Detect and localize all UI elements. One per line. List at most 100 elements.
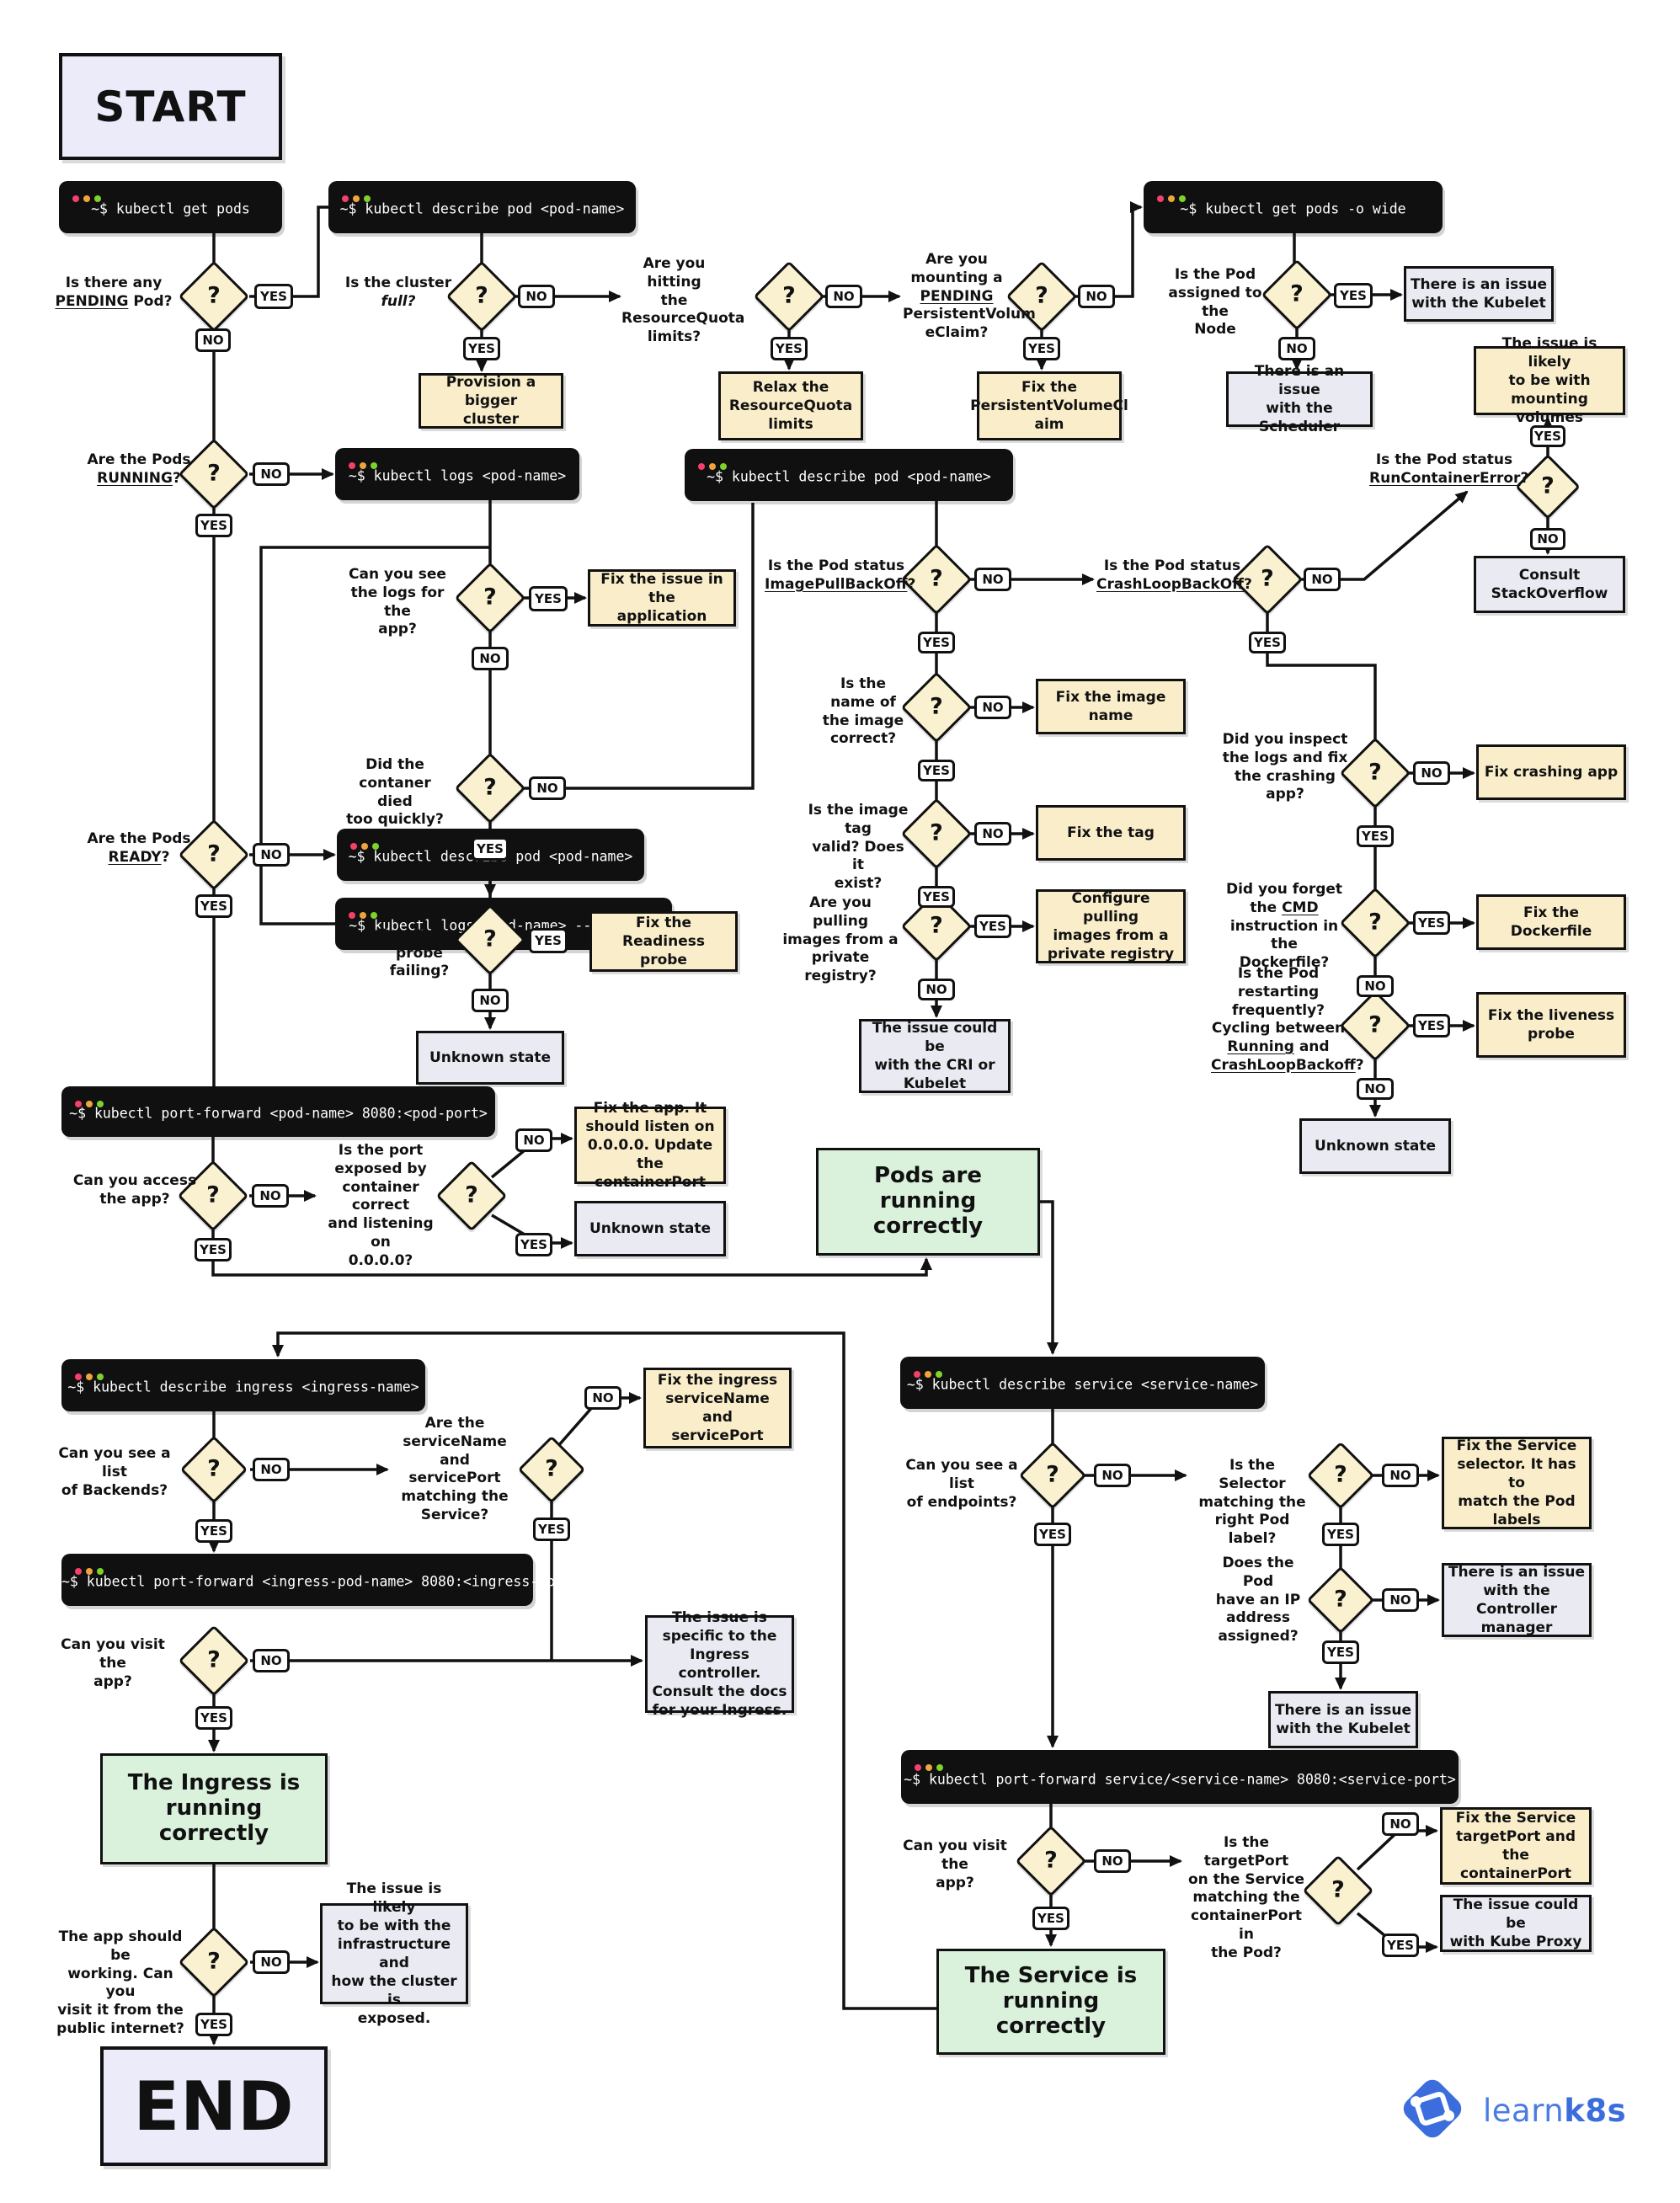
chip-yes: YES — [918, 632, 955, 653]
chip-no: NO — [1382, 1588, 1419, 1612]
chip-yes: YES — [195, 1706, 232, 1730]
learnk8s-wordmark: learnk8s — [1483, 2092, 1627, 2129]
window-dots-icon — [915, 1758, 947, 1774]
chip-no: NO — [515, 1128, 552, 1152]
question-mark: ? — [483, 584, 497, 611]
flow-connector — [259, 546, 490, 925]
chip-yes: YES — [529, 586, 568, 611]
terminal-port-forward-service: ~$ kubectl port-forward service/<service… — [901, 1750, 1459, 1804]
learnk8s-diamond-icon — [1394, 2070, 1471, 2151]
decision-pending-pod: ? — [178, 260, 250, 333]
chip-no: NO — [1382, 1464, 1419, 1487]
question-mark: ? — [207, 282, 221, 309]
question-mark: ? — [1044, 1847, 1058, 1874]
chip-no: NO — [1530, 528, 1565, 550]
chip-yes: YES — [463, 337, 500, 360]
decision-pod-restarting: ? — [1339, 989, 1411, 1062]
question-mark: ? — [207, 460, 221, 487]
chip-yes: YES — [918, 760, 955, 781]
chip-yes: YES — [472, 837, 509, 861]
chip-yes: YES — [1530, 425, 1565, 447]
chip-no: NO — [1304, 568, 1341, 591]
flow-connector — [522, 503, 755, 790]
chip-yes: YES — [1413, 1014, 1450, 1037]
window-dots-icon — [75, 1095, 108, 1111]
decision-image-name: ? — [900, 671, 973, 744]
terminal-command: ~$ kubectl get pods -o wide — [1180, 200, 1406, 217]
question-mark: ? — [1368, 759, 1382, 786]
chip-yes: YES — [1357, 825, 1394, 847]
chip-no: NO — [974, 568, 1011, 591]
question-mark: ? — [1368, 1011, 1382, 1038]
terminal-describe-service: ~$ kubectl describe service <service-nam… — [900, 1357, 1265, 1409]
question-mark: ? — [1046, 1461, 1059, 1488]
chip-yes: YES — [918, 886, 955, 908]
chip-yes: YES — [1032, 1907, 1069, 1930]
chip-no: NO — [1094, 1464, 1131, 1487]
decision-access-app: ? — [177, 1160, 249, 1232]
chip-yes: YES — [1322, 1523, 1359, 1546]
decision-servicename: ? — [517, 1435, 586, 1504]
chip-yes: YES — [1413, 911, 1450, 935]
question-mark: ? — [930, 912, 943, 939]
question-mark: ? — [207, 1948, 221, 1975]
window-dots-icon — [75, 1368, 108, 1384]
terminal-port-forward-pod: ~$ kubectl port-forward <pod-name> 8080:… — [61, 1086, 495, 1137]
decision-endpoints: ? — [1018, 1441, 1087, 1510]
question-mark: ? — [207, 840, 221, 867]
question-mark: ? — [1035, 282, 1048, 309]
question-mark: ? — [465, 1182, 478, 1208]
chip-no: NO — [253, 1950, 290, 1974]
decision-imagepullbackoff: ? — [900, 543, 973, 616]
decision-public-internet: ? — [178, 1926, 250, 1998]
box-fix-dockerfile: Fix the Dockerfile — [1476, 894, 1626, 950]
decision-port-exposed: ? — [435, 1160, 508, 1232]
terminal-command: ~$ kubectl logs <pod-name> — [348, 467, 567, 484]
box-unknown-state-1: Unknown state — [416, 1031, 564, 1085]
chip-yes: YES — [1034, 1523, 1071, 1546]
chip-yes: YES — [1382, 1934, 1419, 1957]
start-box: START — [59, 53, 282, 160]
terminal-command: ~$ kubectl port-forward <pod-name> 8080:… — [69, 1105, 488, 1122]
chip-no: NO — [974, 696, 1011, 719]
chip-no: NO — [195, 328, 231, 352]
decision-crashloopbackoff: ? — [1231, 543, 1304, 616]
decision-private-registry: ? — [900, 890, 973, 963]
window-dots-icon — [342, 189, 375, 205]
question-mark: ? — [930, 819, 943, 846]
terminal-command: ~$ kubectl port-forward service/<service… — [904, 1771, 1456, 1788]
question-mark: ? — [930, 565, 943, 592]
flow-connector — [1040, 1200, 1059, 1355]
window-dots-icon — [350, 837, 383, 853]
question-mark: ? — [483, 774, 497, 801]
decision-inspect-logs: ? — [1339, 737, 1411, 809]
end-box: END — [100, 2046, 328, 2166]
chip-no: NO — [252, 1184, 289, 1208]
terminal-describe-ingress: ~$ kubectl describe ingress <ingress-nam… — [61, 1359, 425, 1411]
question-mark: ? — [475, 282, 488, 309]
decision-resourcequota: ? — [753, 260, 825, 333]
box-fix-crashing-app: Fix crashing app — [1476, 744, 1626, 800]
